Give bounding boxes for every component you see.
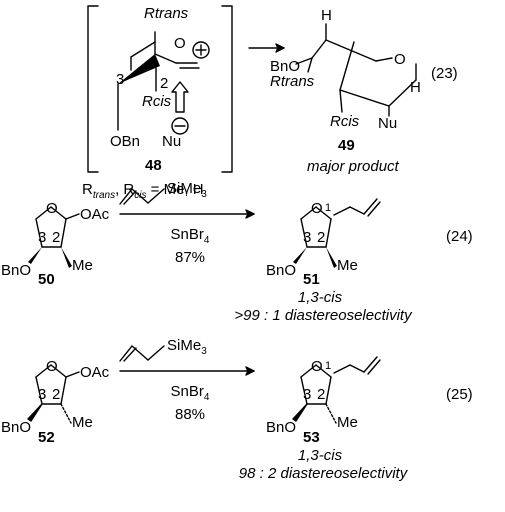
major-product-caption: major product (307, 158, 399, 175)
compound-50-label: 50 (38, 271, 55, 288)
product-nu-label: Nu (378, 115, 398, 132)
pr53-bno-label: BnO (266, 419, 297, 436)
product-chair (295, 23, 417, 117)
product-h-right-label: H (410, 79, 421, 96)
rxn25-yield-label: 88% (174, 406, 206, 423)
sm50-c2-label: 2 (52, 229, 61, 246)
sm52-oac-label: OAc (80, 364, 110, 381)
sm50-c3-label: 3 (38, 229, 47, 246)
allylsilane-25 (119, 345, 165, 362)
pr51-c1-label: 1 (325, 202, 332, 214)
sm50-me-label: Me (72, 257, 93, 274)
rxn25-ratio-label: 98 : 2 diastereoselectivity (238, 465, 408, 482)
sm50-oxygen-label: O (46, 200, 58, 217)
pr51-bno-label: BnO (266, 262, 297, 279)
cation-rtrans-label: Rtrans (144, 5, 189, 22)
pr53-c1-label: 1 (325, 360, 332, 372)
sm52-oxygen-label: O (46, 358, 58, 375)
rxn24-allylsilane-label: SiMe3 (167, 180, 207, 200)
rxn25-allylsilane-label: SiMe3 (167, 337, 207, 357)
cation-c2-label: 2 (160, 75, 169, 92)
compound-53-label: 53 (303, 429, 320, 446)
pr51-ring (293, 198, 381, 268)
pr53-me-label: Me (337, 414, 358, 431)
sm52-bno-label: BnO (1, 419, 32, 436)
sm52-c2-label: 2 (52, 386, 61, 403)
compound-52-label: 52 (38, 429, 55, 446)
pr51-c3-label: 3 (303, 229, 312, 246)
minus-charge-circle (171, 117, 189, 135)
product-bno-label: BnO (270, 58, 301, 75)
nucleophile-attack-arrow (171, 81, 189, 113)
product-h-top-label: H (321, 7, 332, 24)
rxn24-ratio-label: >99 : 1 diastereoselectivity (234, 307, 412, 324)
left-bracket (87, 5, 99, 173)
sm50-bno-label: BnO (1, 262, 32, 279)
cation-nucleophile-label: Nu (162, 133, 182, 150)
equation-23-label: (23) (431, 65, 458, 82)
pr53-oxygen-label: O (311, 358, 323, 375)
product-oxygen-label: O (394, 51, 406, 68)
pr51-oxygen-label: O (311, 200, 323, 217)
pr53-ring (300, 356, 381, 424)
cation-obn-label: OBn (110, 133, 141, 150)
sm52-ring (35, 364, 80, 424)
product-rtrans-label: Rtrans (270, 73, 315, 90)
rxn24-selectivity-label: 1,3-cis (297, 289, 343, 306)
rxn24-lewis-acid-label: SnBr4 (170, 226, 210, 246)
rxn24-yield-label: 87% (174, 249, 206, 266)
pr53-c3-label: 3 (303, 386, 312, 403)
substituent-note: Rtrans, Rcis = Me, H (82, 181, 204, 201)
cation-rcis-label: Rcis (142, 93, 172, 110)
cation-oxygen-label: O (174, 35, 186, 52)
pr51-c2-label: 2 (317, 229, 326, 246)
oxocarbenium-ring (117, 31, 200, 131)
plus-charge-circle (192, 41, 210, 59)
cation-c3-label: 3 (116, 71, 125, 88)
rxn25-lewis-acid-label: SnBr4 (170, 383, 210, 403)
right-bracket (221, 5, 233, 173)
sm52-me-label: Me (72, 414, 93, 431)
sm50-oac-label: OAc (80, 206, 110, 223)
pr51-me-label: Me (337, 257, 358, 274)
sm50-ring (28, 206, 80, 268)
rxn25-selectivity-label: 1,3-cis (297, 447, 343, 464)
compound-49-label: 49 (338, 137, 355, 154)
product-rcis-label: Rcis (330, 113, 360, 130)
equation-24-label: (24) (446, 228, 473, 245)
pr53-c2-label: 2 (317, 386, 326, 403)
sm52-c3-label: 3 (38, 386, 47, 403)
equation-25-label: (25) (446, 386, 473, 403)
compound-48-label: 48 (145, 157, 162, 174)
allylsilane-24 (119, 188, 165, 205)
compound-51-label: 51 (303, 271, 320, 288)
